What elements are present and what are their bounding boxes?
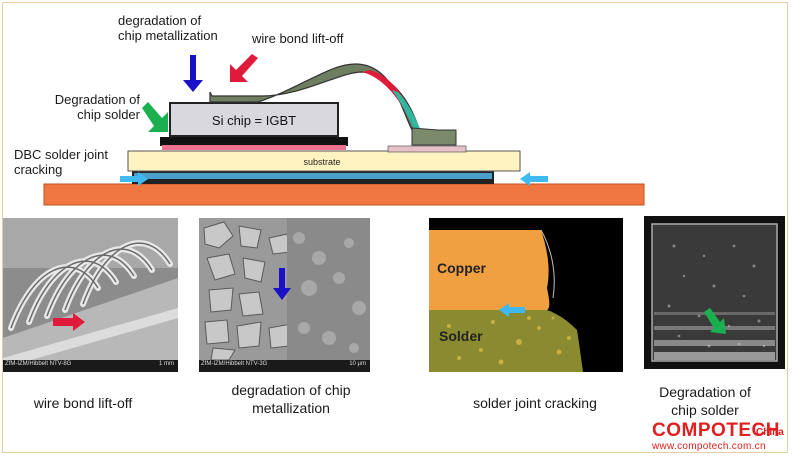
photo-metallization-footer: ZfM-IZM/Hibbelt NTV-3G <box>201 361 268 367</box>
blue-arrow-icon <box>273 268 291 300</box>
si-chip <box>169 102 339 137</box>
red-arrow-icon <box>230 54 258 82</box>
blue-arrow-icon <box>183 55 203 92</box>
right-pad <box>387 145 467 153</box>
wire-foot <box>411 127 457 146</box>
photo-wire-bond-scale: 1 mm <box>159 361 174 367</box>
photo-wire-bond: ZfM-IZM/Hibbelt NTV-8G 1 mm <box>3 218 178 372</box>
caption-solder-joint: solder joint cracking <box>473 395 597 411</box>
photo-metallization: ZfM-IZM/Hibbelt NTV-3G 10 µm <box>199 218 370 372</box>
green-arrow-icon <box>704 308 726 334</box>
substrate <box>127 150 521 172</box>
cyan-arrow-icon <box>499 303 525 317</box>
watermark-brand: COMPOTECH <box>652 420 780 441</box>
photo-metallization-scale: 10 µm <box>349 361 366 367</box>
baseplate <box>43 183 645 206</box>
chip-metal-underlayer <box>162 145 346 150</box>
green-arrow-icon <box>142 102 168 132</box>
wire-bond-cyan <box>392 90 422 133</box>
caption-chip-solder: Degradation of chip solder <box>659 384 751 418</box>
cyan-arrow-right-icon <box>520 172 548 186</box>
figure-frame <box>2 2 788 453</box>
label-chip-solder: Degradation of chip solder <box>54 92 140 122</box>
watermark-suffix: China <box>756 427 784 438</box>
caption-wire-bond: wire bond lift-off <box>33 395 133 411</box>
label-dbc-solder: DBC solder joint cracking <box>14 147 108 177</box>
photo-solder-copper-label: Copper <box>437 260 486 276</box>
red-arrow-icon <box>53 313 85 331</box>
photo-chip-solder <box>644 216 785 369</box>
photo-solder-joint: Copper Solder <box>429 218 623 372</box>
caption-metallization: degradation of chip metallization <box>231 382 351 416</box>
module-cross-section: Si chip = IGBT substrate <box>43 54 645 206</box>
chip-solder <box>160 137 348 146</box>
si-chip-label: Si chip = IGBT <box>212 113 296 128</box>
photo-wire-bond-footer: ZfM-IZM/Hibbelt NTV-8G <box>5 361 72 367</box>
label-wire-bond: wire bond lift-off <box>252 31 344 46</box>
photo-solder-solder-label: Solder <box>439 328 483 344</box>
watermark-url: www.compotech.com.cn <box>652 441 766 452</box>
substrate-label: substrate <box>303 157 340 167</box>
dbc-blue-layer <box>134 173 492 179</box>
cyan-arrow-left-icon <box>120 172 148 186</box>
label-chip-metallization: degradation of chip metallization <box>118 13 218 43</box>
